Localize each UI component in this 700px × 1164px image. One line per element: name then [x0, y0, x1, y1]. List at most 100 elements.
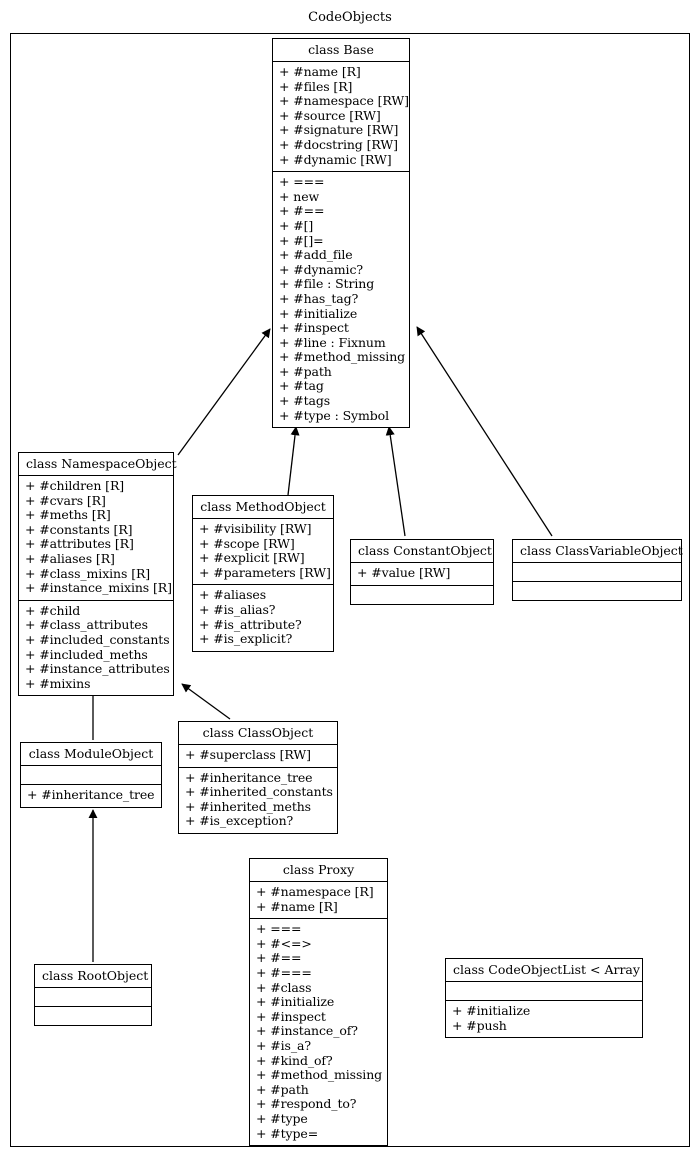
- attribute-row: + #meths [R]: [25, 507, 111, 523]
- class-methods-classvariableobject: [513, 582, 681, 600]
- class-attributes-moduleobject: [21, 766, 161, 785]
- diagram-title: CodeObjects: [308, 10, 392, 25]
- attribute-row: + #docstring [RW]: [279, 136, 398, 152]
- method-row: + #type : Symbol: [279, 407, 389, 423]
- method-row: + #included_meths: [25, 646, 148, 662]
- class-title-methodobject: class MethodObject: [193, 496, 333, 519]
- method-row: + #child: [25, 602, 81, 618]
- method-row: + #kind_of?: [256, 1052, 333, 1068]
- method-row: + #initialize: [452, 1003, 531, 1018]
- attribute-row: + #instance_mixins [R]: [25, 580, 172, 596]
- attribute-row: + #parameters [RW]: [199, 564, 331, 580]
- class-methods-proxy: + === + #<=> + #== + #=== + #class + #in…: [250, 919, 387, 1145]
- class-box-classvariableobject[interactable]: class ClassVariableObject: [512, 539, 683, 601]
- method-row: + #inheritance_tree: [27, 787, 155, 802]
- method-row: + #inheritance_tree: [185, 769, 313, 785]
- class-title-constantobject: class ConstantObject: [351, 540, 493, 563]
- method-row: + #inherited_constants: [185, 784, 333, 800]
- class-attributes-constantobject: + #value [RW]: [351, 563, 493, 586]
- class-title-moduleobject: class ModuleObject: [21, 743, 161, 766]
- method-row: + #is_a?: [256, 1037, 311, 1053]
- method-row: + #add_file: [279, 247, 353, 263]
- attribute-row: + #name [R]: [256, 898, 338, 914]
- class-attributes-namespaceobject: + #children [R] + #cvars [R] + #meths [R…: [19, 476, 173, 601]
- class-methods-rootobject: [35, 1007, 151, 1025]
- method-row: + #type=: [256, 1125, 319, 1141]
- method-row: + #initialize: [256, 994, 335, 1010]
- method-row: + #[]: [279, 217, 314, 233]
- class-attributes-proxy: + #namespace [R] + #name [R]: [250, 882, 387, 920]
- class-attributes-classvariableobject: [513, 563, 681, 582]
- method-row: + #method_missing: [256, 1067, 383, 1083]
- method-row: + #initialize: [279, 305, 358, 321]
- class-box-classobject[interactable]: class ClassObject + #superclass [RW] + #…: [178, 721, 338, 834]
- method-row: + #class_attributes: [25, 617, 148, 633]
- method-row: + #path: [279, 363, 332, 379]
- class-box-base[interactable]: class Base + #name [R] + #files [R] + #n…: [272, 38, 410, 429]
- attribute-row: + #attributes [R]: [25, 536, 134, 552]
- method-row: + #type: [256, 1110, 308, 1126]
- class-title-proxy: class Proxy: [250, 859, 387, 882]
- attribute-row: + #children [R]: [25, 478, 125, 493]
- class-attributes-base: + #name [R] + #files [R] + #namespace [R…: [273, 62, 409, 173]
- class-attributes-classobject: + #superclass [RW]: [179, 745, 337, 768]
- class-title-base: class Base: [273, 39, 409, 62]
- method-row: + #tags: [279, 393, 331, 409]
- method-row: + #is_explicit?: [199, 631, 293, 647]
- class-attributes-rootobject: [35, 988, 151, 1007]
- attribute-row: + #constants [R]: [25, 521, 133, 537]
- method-row: + #==: [256, 950, 302, 966]
- attribute-row: + #value [RW]: [357, 565, 451, 580]
- class-methods-moduleobject: + #inheritance_tree: [21, 785, 161, 807]
- method-row: + #class: [256, 979, 312, 995]
- attribute-row: + #namespace [RW]: [279, 93, 409, 109]
- class-methods-codeobjectlist: + #initialize + #push: [446, 1001, 642, 1037]
- class-box-moduleobject[interactable]: class ModuleObject + #inheritance_tree: [20, 742, 162, 808]
- method-row: + ===: [279, 174, 325, 190]
- attribute-row: + #cvars [R]: [25, 492, 106, 508]
- class-box-rootobject[interactable]: class RootObject: [34, 964, 152, 1026]
- attribute-row: + #namespace [R]: [256, 884, 374, 899]
- attribute-row: + #name [R]: [279, 64, 361, 79]
- attribute-row: + #dynamic [RW]: [279, 151, 392, 167]
- class-title-codeobjectlist: class CodeObjectList < Array: [446, 959, 642, 982]
- attribute-row: + #source [RW]: [279, 107, 381, 123]
- method-row: + #included_constants: [25, 631, 170, 647]
- method-row: + #line : Fixnum: [279, 334, 386, 350]
- class-title-rootobject: class RootObject: [35, 965, 151, 988]
- class-methods-base: + === + new + #== + #[] + #[]= + #add_fi…: [273, 172, 409, 427]
- method-row: + #aliases: [199, 587, 267, 603]
- method-row: + #respond_to?: [256, 1096, 357, 1112]
- method-row: + #<=>: [256, 935, 312, 951]
- attribute-row: + #aliases [R]: [25, 550, 115, 566]
- class-title-classvariableobject: class ClassVariableObject: [513, 540, 683, 563]
- method-row: + new: [279, 188, 320, 204]
- method-row: + #path: [256, 1081, 309, 1097]
- method-row: + #inherited_meths: [185, 798, 312, 814]
- class-methods-classobject: + #inheritance_tree + #inherited_constan…: [179, 768, 337, 833]
- class-box-codeobjectlist[interactable]: class CodeObjectList < Array + #initiali…: [445, 958, 643, 1039]
- attribute-row: + #scope [RW]: [199, 535, 295, 551]
- method-row: + #is_attribute?: [199, 616, 302, 632]
- method-row: + #instance_attributes: [25, 661, 170, 677]
- method-row: + #==: [279, 203, 325, 219]
- class-box-constantobject[interactable]: class ConstantObject + #value [RW]: [350, 539, 494, 605]
- method-row: + ===: [256, 921, 302, 937]
- class-box-proxy[interactable]: class Proxy + #namespace [R] + #name [R]…: [249, 858, 388, 1147]
- method-row: + #push: [452, 1017, 507, 1033]
- class-box-methodobject[interactable]: class MethodObject + #visibility [RW] + …: [192, 495, 334, 652]
- method-row: + #dynamic?: [279, 261, 363, 277]
- method-row: + #is_exception?: [185, 813, 294, 829]
- attribute-row: + #superclass [RW]: [185, 747, 311, 762]
- method-row: + #method_missing: [279, 349, 406, 365]
- method-row: + #has_tag?: [279, 290, 359, 306]
- class-box-namespaceobject[interactable]: class NamespaceObject + #children [R] + …: [18, 452, 177, 697]
- method-row: + #inspect: [256, 1008, 326, 1024]
- method-row: + #[]=: [279, 232, 324, 248]
- method-row: + #tag: [279, 378, 324, 394]
- attribute-row: + #files [R]: [279, 78, 353, 94]
- method-row: + #===: [256, 964, 312, 980]
- class-title-classobject: class ClassObject: [179, 722, 337, 745]
- attribute-row: + #visibility [RW]: [199, 521, 312, 536]
